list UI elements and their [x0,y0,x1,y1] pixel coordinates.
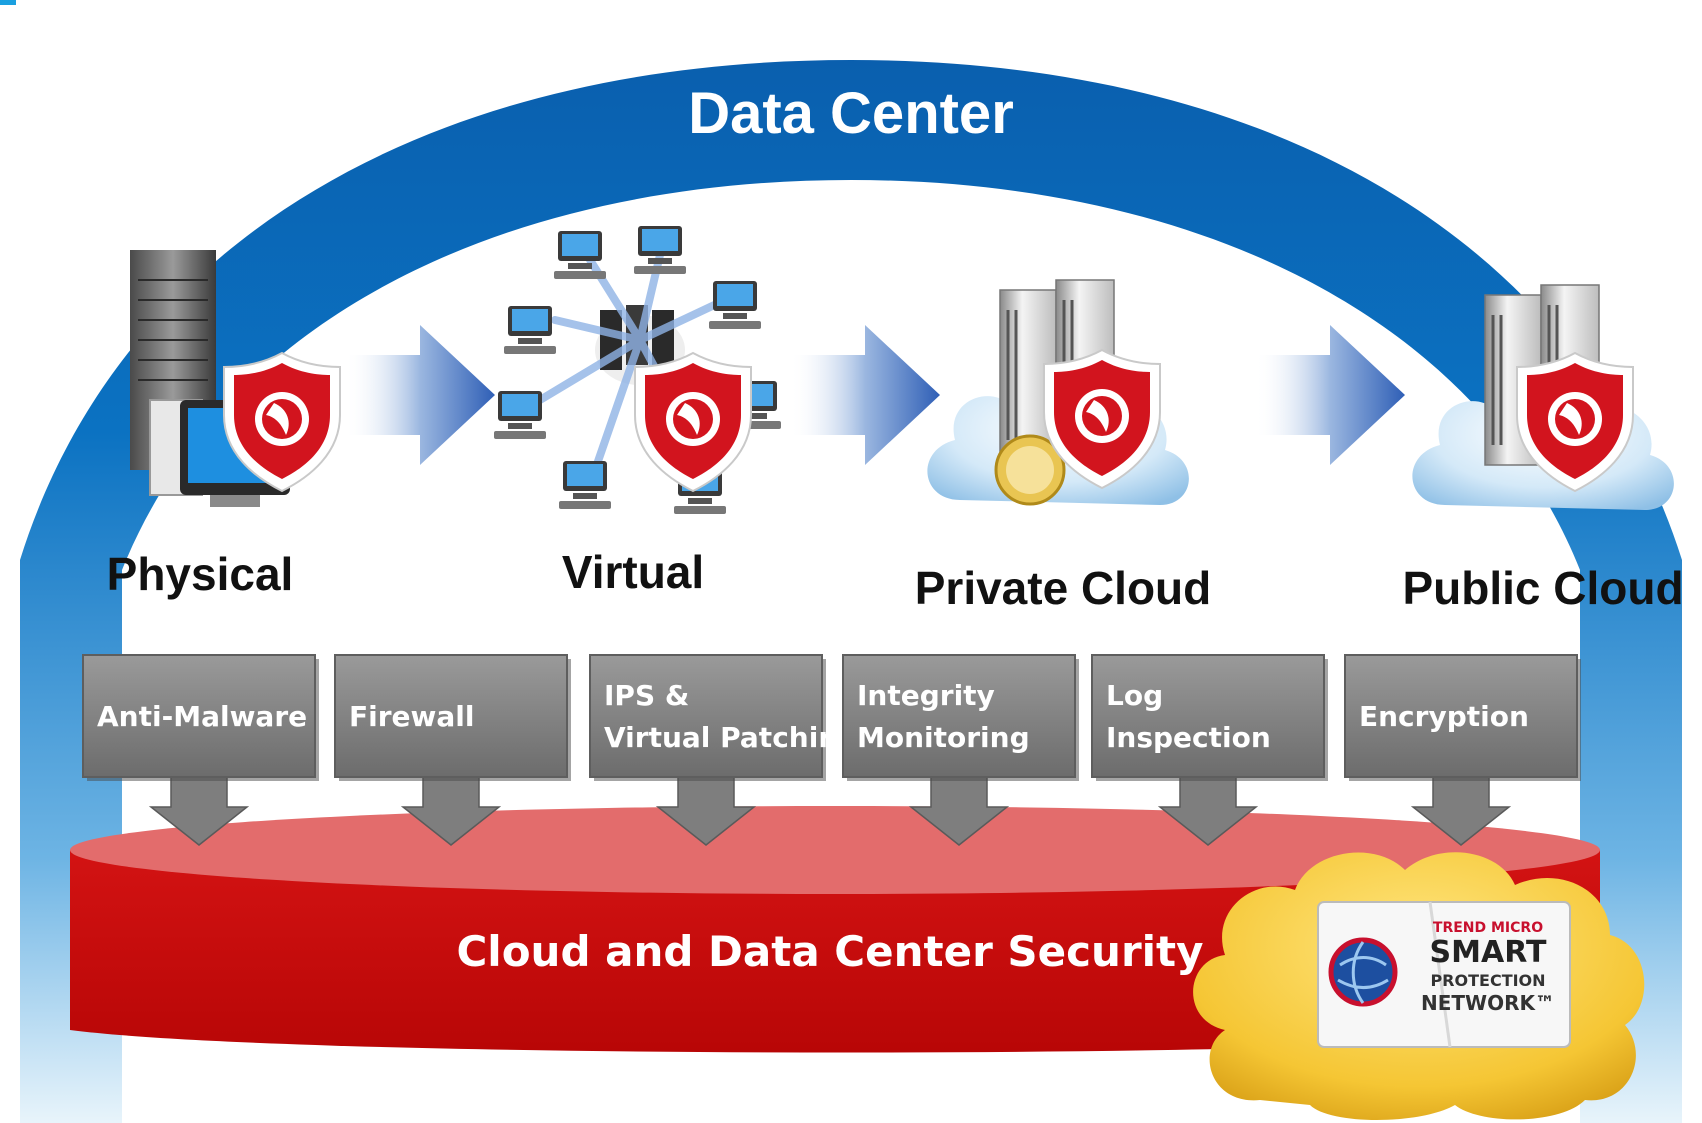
stage-label-private-cloud: Private Cloud [915,562,1212,614]
module-label: IPS & [604,679,689,712]
down-arrow-icon [1410,776,1512,846]
module-label: Virtual Patching [604,721,858,754]
down-arrow-icon [908,776,1010,846]
stage-label-physical: Physical [107,548,294,600]
down-arrow-icon [148,776,250,846]
stage-label-public-cloud: Public Cloud [1402,562,1683,614]
platform-title: Cloud and Data Center Security [456,927,1203,976]
down-arrow-icon [1157,776,1259,846]
arrow-icon [345,325,495,465]
smart-protection-network-badge: TREND MICRO SMART PROTECTION NETWORK™ [1193,852,1645,1120]
badge-line-3: PROTECTION [1430,971,1545,990]
badge-line-2: SMART [1430,935,1547,970]
module-box: Encryption [1344,654,1581,846]
arc-title: Data Center [688,81,1014,146]
badge-line-1: TREND MICRO [1433,920,1543,936]
module-label: Monitoring [857,721,1030,754]
stage-label-virtual: Virtual [562,546,704,598]
module-label: Inspection [1106,721,1271,754]
arrow-icon [790,325,940,465]
module-box: Anti-Malware [82,654,319,846]
module-label: Firewall [349,700,474,733]
security-shield-icon [634,352,752,492]
module-label: Anti-Malware [97,700,307,733]
corner-accent [0,0,16,5]
progression-arrows [345,325,1405,465]
globe-icon [1328,937,1398,1007]
down-arrow-icon [655,776,757,846]
module-box: IPS & Virtual Patching [589,654,858,846]
badge-line-4: NETWORK™ [1421,991,1555,1015]
module-box: Firewall [334,654,571,846]
security-modules: Anti-Malware Firewall IPS & Virtual Patchin… [82,654,1581,846]
arrow-icon [1255,325,1405,465]
module-label: Encryption [1359,700,1529,733]
down-arrow-icon [400,776,502,846]
module-label: Log [1106,679,1163,712]
module-label: Integrity [857,679,995,712]
